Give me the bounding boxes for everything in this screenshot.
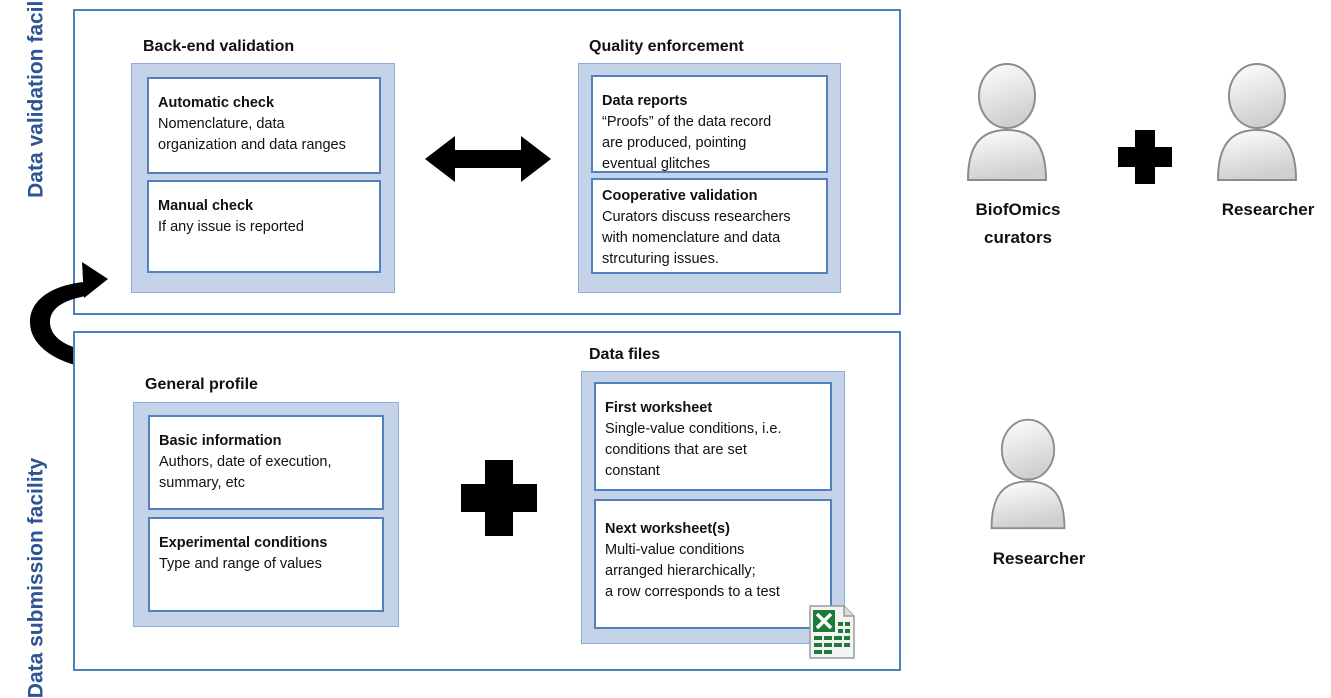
curved-arrow-icon bbox=[30, 262, 108, 370]
box-heading: Automatic check bbox=[158, 95, 275, 111]
submission-researcher-label: Researcher bbox=[992, 549, 1086, 568]
box-text: Multi-value conditions arranged hierarch… bbox=[605, 542, 780, 600]
user-icon bbox=[966, 63, 1048, 181]
box-heading: Basic information bbox=[159, 433, 282, 449]
cooperative-validation-box: Cooperative validation Curators discuss … bbox=[591, 178, 828, 274]
excel-file-icon bbox=[809, 605, 855, 659]
plus-icon bbox=[461, 460, 537, 536]
experimental-conditions-box: Experimental conditions Type and range o… bbox=[148, 517, 384, 612]
box-text: Single-value conditions, i.e. conditions… bbox=[605, 421, 782, 479]
plus-icon bbox=[1118, 130, 1172, 184]
box-text: Type and range of values bbox=[159, 556, 322, 572]
general-profile-title: General profile bbox=[145, 376, 258, 393]
back-end-validation-title: Back-end validation bbox=[143, 38, 295, 55]
user-icon bbox=[1216, 63, 1298, 181]
biofomics-curators-label: BiofOmics curators bbox=[975, 200, 1061, 247]
quality-enforcement-panel: Data reports “Proofs” of the data record… bbox=[578, 63, 841, 293]
researcher-label: Researcher bbox=[1221, 200, 1315, 219]
data-validation-facility: Back-end validation Automatic check Nome… bbox=[73, 9, 901, 315]
box-text: “Proofs” of the data record are produced… bbox=[602, 114, 772, 172]
box-text: Authors, date of execution, summary, etc bbox=[159, 454, 332, 491]
box-heading: Manual check bbox=[158, 198, 254, 214]
first-worksheet-box: First worksheet Single-value conditions,… bbox=[594, 382, 832, 491]
box-text: Curators discuss researchers with nomenc… bbox=[602, 209, 791, 267]
general-profile-panel: Basic information Authors, date of execu… bbox=[133, 402, 399, 627]
data-files-title: Data files bbox=[589, 346, 661, 363]
basic-information-box: Basic information Authors, date of execu… bbox=[148, 415, 384, 510]
box-heading: Data reports bbox=[602, 93, 688, 109]
box-heading: Next worksheet(s) bbox=[605, 521, 730, 537]
data-submission-facility: General profile Basic information Author… bbox=[73, 331, 901, 671]
user-icon bbox=[990, 418, 1066, 530]
box-text: Nomenclature, data organization and data… bbox=[158, 116, 346, 153]
box-heading: Experimental conditions bbox=[159, 535, 328, 551]
next-worksheets-box: Next worksheet(s) Multi-value conditions… bbox=[594, 499, 832, 629]
manual-check-box: Manual check If any issue is reported bbox=[147, 180, 381, 273]
box-text: If any issue is reported bbox=[158, 219, 304, 235]
data-reports-box: Data reports “Proofs” of the data record… bbox=[591, 75, 828, 173]
double-arrow-icon bbox=[425, 136, 551, 182]
box-heading: Cooperative validation bbox=[602, 188, 758, 204]
automatic-check-box: Automatic check Nomenclature, data organ… bbox=[147, 77, 381, 174]
back-end-validation-panel: Automatic check Nomenclature, data organ… bbox=[131, 63, 395, 293]
quality-enforcement-title: Quality enforcement bbox=[589, 38, 744, 55]
data-files-panel: First worksheet Single-value conditions,… bbox=[581, 371, 845, 644]
box-heading: First worksheet bbox=[605, 400, 713, 416]
